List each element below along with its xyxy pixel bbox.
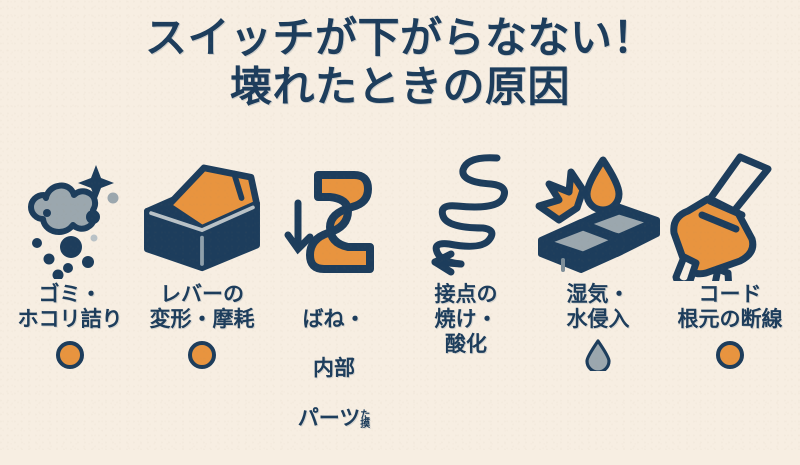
switch-lever-box-icon (136, 150, 268, 280)
orange-dot-icon (716, 340, 744, 369)
coil-spring-icon (400, 150, 532, 280)
cause-item-contact[interactable]: 接点の 焼け・ 酸化 (400, 150, 532, 390)
cause-label-cord: コード 根元の断線 (677, 282, 783, 331)
bent-spring-icon (268, 150, 400, 280)
cause-label-dust: ゴミ・ ホコリ詰り (17, 282, 123, 331)
spring-ruby-top: た (360, 409, 371, 421)
dust-cloud-icon (4, 150, 136, 280)
spring-label-line-1: ばね・ (302, 306, 366, 331)
cause-item-dust[interactable]: ゴミ・ ホコリ詰り (4, 150, 136, 372)
cause-list: ゴミ・ ホコリ詰り レバーの 変形・摩耗 (0, 150, 800, 440)
marker-lever (188, 338, 216, 372)
contacts-spark-droplet-icon (532, 150, 664, 280)
marker-moisture (585, 338, 611, 372)
cause-label-contact: 接点の 焼け・ 酸化 (434, 282, 498, 356)
spring-ruby-bottom: 摸 (360, 418, 371, 430)
spring-label-line-3: パーツ (297, 405, 361, 430)
title-line-2: 壊れたときの原因 (229, 61, 570, 111)
marker-cord (716, 338, 744, 372)
cause-label-moisture: 湿気・ 水侵入 (566, 282, 630, 331)
page-title: スイッチが下がらなない！ 壊れたときの原因 (0, 13, 800, 111)
cause-item-spring-parts[interactable]: ばね・ 内部 パーツた摸 (268, 150, 400, 465)
cause-item-lever[interactable]: レバーの 変形・摩耗 (136, 150, 268, 372)
orange-dot-icon (56, 340, 84, 369)
cause-label-spring-parts: ばね・ 内部 パーツた摸 (298, 282, 371, 431)
cause-item-moisture[interactable]: 湿気・ 水侵入 (532, 150, 664, 372)
spring-label-ruby: た摸 (360, 409, 371, 430)
cause-label-lever: レバーの 変形・摩耗 (149, 282, 255, 331)
title-line-1: スイッチが下がらなない！ (144, 13, 655, 62)
marker-dust (56, 338, 84, 372)
power-plug-icon (664, 150, 796, 281)
cause-item-cord[interactable]: コード 根元の断線 (664, 150, 796, 372)
spring-label-line-2: 内部 (313, 356, 355, 381)
orange-dot-icon (188, 340, 216, 369)
gray-droplet-icon (585, 338, 611, 371)
poster-canvas: スイッチが下がらなない！ 壊れたときの原因 (0, 13, 800, 440)
